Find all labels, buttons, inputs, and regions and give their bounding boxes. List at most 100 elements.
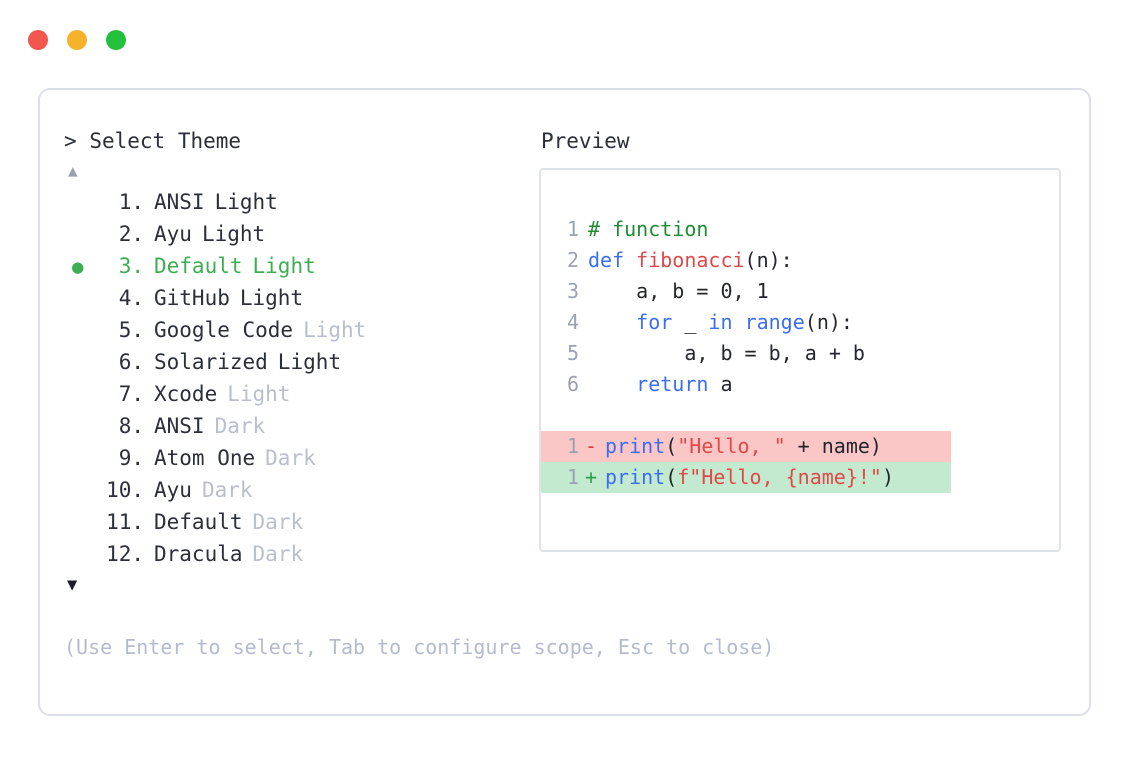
theme-variant: Light <box>201 222 266 246</box>
code-line: 1# function <box>541 214 1059 245</box>
page-title: > Select Theme <box>64 126 539 156</box>
theme-variant: Dark <box>201 478 253 502</box>
theme-index: 9. <box>106 446 144 470</box>
code-token <box>733 310 745 334</box>
theme-variant: Dark <box>214 414 266 438</box>
theme-variant: Light <box>252 254 316 278</box>
code-token: a, b = 0, 1 <box>588 279 769 303</box>
code-line-text: a, b = b, a + b <box>579 338 865 369</box>
theme-list-item[interactable]: 2. Ayu Light <box>64 218 539 250</box>
window-controls <box>28 30 126 50</box>
code-token: range <box>744 310 805 334</box>
line-number: 2 <box>566 248 579 272</box>
theme-index: 10. <box>106 478 144 502</box>
theme-list-item[interactable]: 10. Ayu Dark <box>64 474 539 506</box>
theme-index: 4. <box>106 286 144 310</box>
code-line: 4 for _ in range(n): <box>541 307 1059 338</box>
line-number: 3 <box>566 279 579 303</box>
code-token: ( <box>665 434 678 458</box>
theme-variant: Light <box>227 382 291 406</box>
minimize-dot[interactable] <box>67 30 87 50</box>
scroll-up-arrow[interactable]: ▲ <box>68 161 78 180</box>
theme-list-item[interactable]: ● 3. Default Light <box>64 250 539 282</box>
code-token: print <box>605 434 666 458</box>
maximize-dot[interactable] <box>106 30 126 50</box>
theme-name: Xcode <box>154 382 218 406</box>
theme-index: 12. <box>106 542 144 566</box>
theme-index: 8. <box>106 414 144 438</box>
code-line: 5 a, b = b, a + b <box>541 338 1059 369</box>
theme-list-item[interactable]: 11. Default Dark <box>64 506 539 538</box>
theme-list-item[interactable]: 12. Dracula Dark <box>64 538 539 570</box>
code-token: ) <box>881 465 895 489</box>
prompt-caret: > <box>64 129 77 153</box>
theme-variant: Light <box>214 190 278 214</box>
code-token <box>588 372 636 396</box>
theme-variant: Dark <box>252 542 304 566</box>
page-title-text: Select Theme <box>89 129 242 153</box>
diff-line-plus: 1+print(f"Hello, {name}!") <box>541 462 951 493</box>
theme-variant: Light <box>303 318 367 342</box>
code-token: a <box>708 372 733 396</box>
code-token: (n): <box>744 248 793 272</box>
theme-name: Ayu <box>154 222 192 246</box>
code-line-text: a, b = 0, 1 <box>579 276 769 307</box>
code-token: _ <box>672 310 709 334</box>
code-token: # function <box>588 217 709 241</box>
code-token: return <box>636 372 709 396</box>
theme-index: 11. <box>106 510 144 534</box>
theme-name: Default <box>154 254 243 278</box>
code-line-text: return a <box>579 369 733 400</box>
selected-bullet-icon: ● <box>72 256 84 278</box>
theme-index: 6. <box>106 350 144 374</box>
theme-list-item[interactable]: 1. ANSI Light <box>64 186 539 218</box>
diff-marker: + <box>584 465 598 489</box>
theme-name: Google Code <box>154 318 294 342</box>
theme-name: Ayu <box>154 478 192 502</box>
diff-marker: - <box>584 434 598 458</box>
theme-index: 1. <box>106 190 144 214</box>
code-token: in <box>708 310 733 334</box>
line-number: 1 <box>566 434 579 458</box>
code-token: for <box>636 310 673 334</box>
close-dot[interactable] <box>28 30 48 50</box>
scroll-down-arrow[interactable]: ▼ <box>67 575 78 595</box>
footer-help-text: (Use Enter to select, Tab to configure s… <box>64 635 775 659</box>
diff-line-text: print("Hello, " + name) <box>601 431 882 462</box>
line-number: 5 <box>566 341 579 365</box>
code-token: print <box>605 465 666 489</box>
code-line-text: def fibonacci(n): <box>579 245 793 276</box>
code-line-text: # function <box>579 214 708 245</box>
theme-variant: Dark <box>252 510 304 534</box>
code-token: ( <box>665 465 678 489</box>
theme-index: 2. <box>106 222 144 246</box>
code-spacer <box>541 400 1059 431</box>
code-token: def <box>588 248 637 272</box>
theme-list-item[interactable]: 7. Xcode Light <box>64 378 539 410</box>
theme-variant: Light <box>239 286 304 310</box>
diff-line-text: print(f"Hello, {name}!") <box>601 462 894 493</box>
theme-index: 7. <box>106 382 144 406</box>
line-number: 1 <box>566 465 579 489</box>
code-token: + name) <box>785 434 882 458</box>
code-token: (n): <box>804 310 853 334</box>
theme-name: Default <box>154 510 243 534</box>
line-number: 4 <box>566 310 579 334</box>
theme-name: Dracula <box>154 542 243 566</box>
theme-index: 3. <box>106 254 144 278</box>
theme-name: ANSI <box>154 190 205 214</box>
code-line: 6 return a <box>541 369 1059 400</box>
